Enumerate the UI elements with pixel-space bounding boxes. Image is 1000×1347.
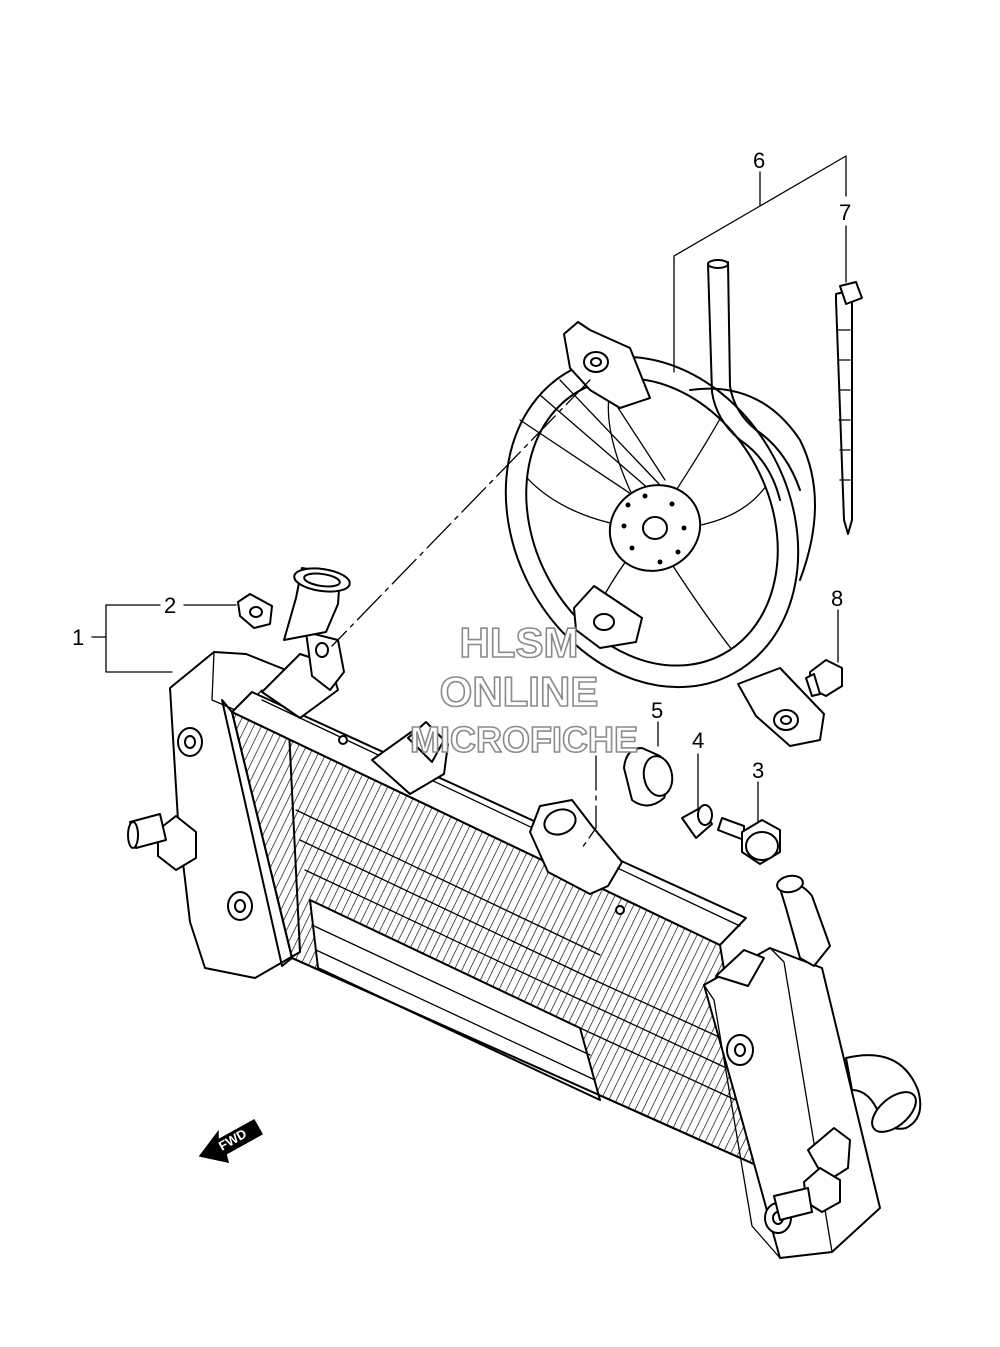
- watermark: HLSM ONLINE MICROFICHE: [409, 618, 639, 761]
- callout-2: 2: [164, 593, 176, 618]
- bolt-3: [717, 817, 781, 865]
- callout-4: 4: [692, 728, 704, 753]
- callout-8: 8: [831, 586, 843, 611]
- cooling-fan-assembly: [504, 259, 825, 747]
- collar-4: [681, 804, 713, 839]
- radiator: [127, 567, 922, 1259]
- leader-lines: [91, 155, 847, 849]
- bolt-8: [805, 659, 843, 697]
- callout-3: 3: [752, 758, 764, 783]
- watermark-line-1: HLSM: [460, 619, 579, 666]
- callout-7: 7: [839, 200, 851, 225]
- callout-labels: 1 2 3 4 5 6 7 8: [72, 148, 851, 783]
- callout-5: 5: [651, 698, 663, 723]
- watermark-line-3: MICROFICHE: [410, 719, 638, 760]
- fwd-direction-arrow: FWD: [198, 1118, 264, 1163]
- callout-1: 1: [72, 625, 84, 650]
- cable-tie: [835, 281, 863, 535]
- grommet-5: [623, 747, 674, 807]
- watermark-line-2: ONLINE: [440, 668, 599, 715]
- clip-nut-2: [237, 593, 273, 629]
- callout-6: 6: [753, 148, 765, 173]
